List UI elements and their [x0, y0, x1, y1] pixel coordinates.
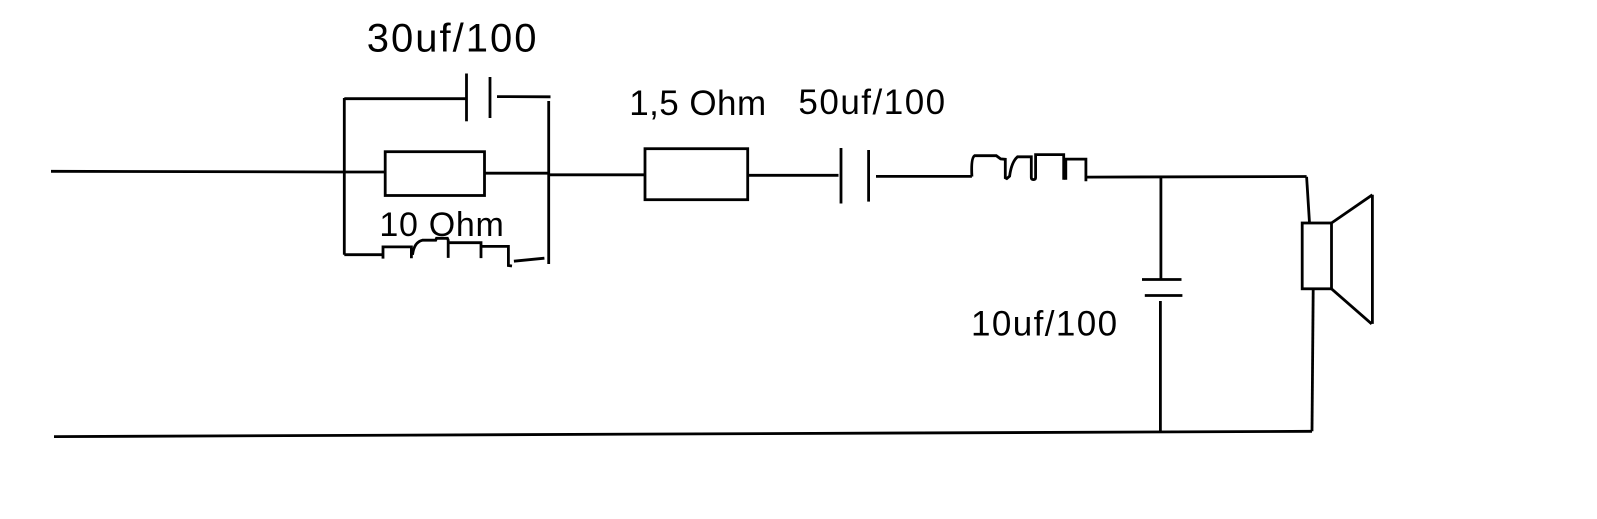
svg-text:50uf/100: 50uf/100 — [798, 83, 946, 122]
svg-text:1,5 Ohm: 1,5 Ohm — [629, 84, 766, 123]
svg-text:30uf/100: 30uf/100 — [367, 16, 539, 60]
svg-text:10 Ohm: 10 Ohm — [379, 206, 504, 244]
svg-text:10uf/100: 10uf/100 — [971, 305, 1118, 344]
